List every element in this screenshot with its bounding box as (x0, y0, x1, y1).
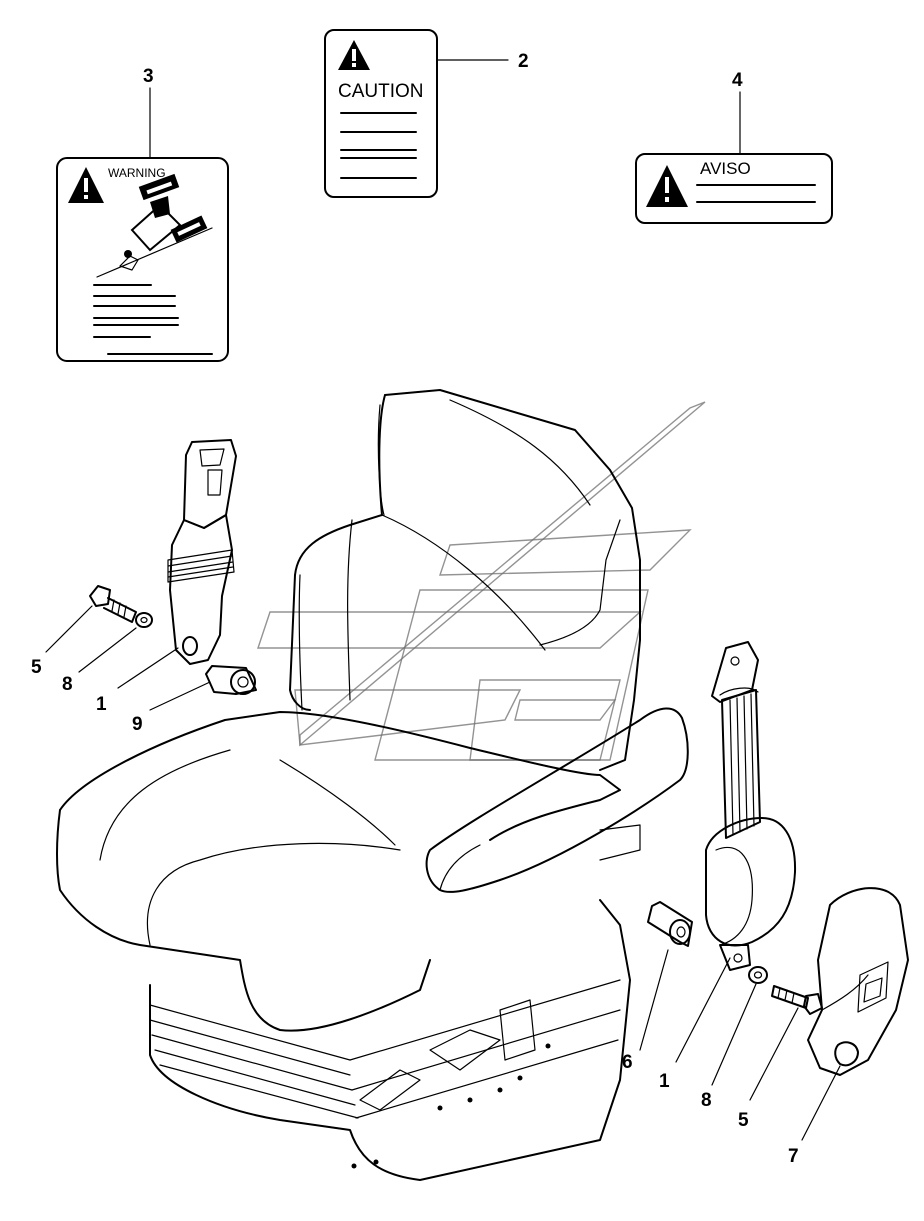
operator-seat (56, 389, 689, 1181)
callout-6: 6 (622, 1052, 633, 1073)
warning-triangle-icon (646, 165, 688, 207)
seat-belt-buckle-left (167, 439, 237, 665)
aviso-label: AVISO (700, 159, 751, 178)
aviso-decal: AVISO (635, 153, 833, 224)
callout-8-right: 8 (701, 1090, 712, 1111)
callout-4: 4 (732, 70, 743, 91)
callout-1-right: 1 (659, 1071, 670, 1092)
callout-3: 3 (143, 66, 154, 87)
callout-5-right: 5 (738, 1110, 749, 1131)
warning-decal: WARNING (56, 157, 229, 362)
washer-right (748, 966, 768, 984)
callout-9: 9 (132, 714, 143, 735)
caution-label: CAUTION (338, 81, 424, 102)
bolt-right (771, 985, 823, 1015)
spacer-left (205, 665, 257, 695)
watermark-logo (257, 401, 706, 761)
seat-belt-retractor-right (705, 641, 797, 971)
washer-left (135, 612, 153, 628)
callout-2: 2 (518, 51, 529, 72)
callout-7: 7 (788, 1146, 799, 1167)
callout-8-left: 8 (62, 674, 73, 695)
warning-triangle-icon (68, 167, 104, 203)
warning-label: WARNING (108, 166, 166, 180)
tractor-rollover-pictogram (96, 173, 213, 278)
spacer-right (647, 901, 693, 947)
caution-decal: CAUTION (324, 29, 438, 198)
bolt-left (89, 585, 137, 623)
warning-triangle-icon (338, 40, 370, 70)
retractor-cover (807, 887, 909, 1076)
callout-5-left: 5 (31, 657, 42, 678)
callout-1-left: 1 (96, 694, 107, 715)
